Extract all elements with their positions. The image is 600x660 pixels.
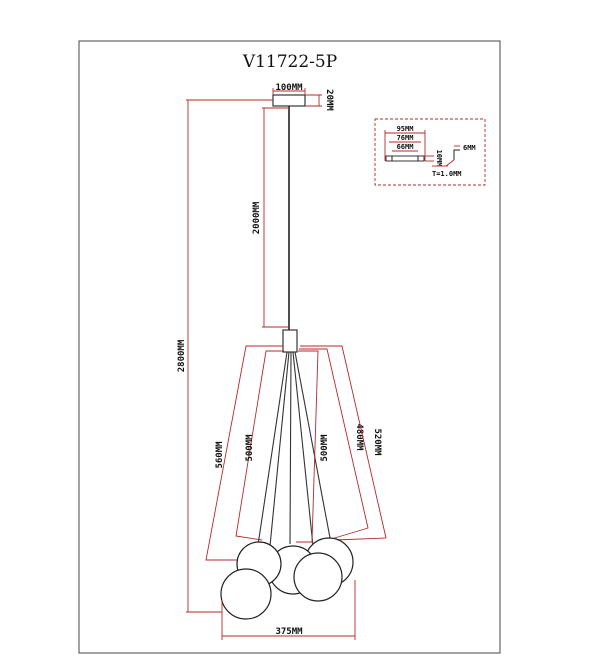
- total-height-label: 2800MM: [177, 339, 187, 372]
- detail-66-label: 66MM: [397, 143, 414, 151]
- detail-frame: [374, 118, 486, 186]
- canopy: [272, 94, 306, 107]
- bracket-profile: [453, 149, 460, 160]
- detail-76-label: 76MM: [397, 134, 414, 142]
- cord-2: [269, 351, 290, 547]
- cord-5: [294, 351, 331, 539]
- cord-4: [292, 351, 314, 547]
- detail-thickness-label: T=1.0MM: [432, 170, 462, 178]
- sheet-border: [78, 40, 501, 654]
- detail-10-label: 10MM: [435, 150, 443, 167]
- globe-front-right: [293, 552, 343, 602]
- product-title: V11722-5P: [242, 52, 337, 72]
- detail-6-label: 6MM: [463, 144, 476, 152]
- cord-500-left-dim-line: [235, 350, 284, 541]
- cord-520-label: 520MM: [372, 428, 382, 456]
- cord-560-dim-line: [205, 345, 283, 561]
- cord-500-right-dim-line: [296, 350, 319, 543]
- junction-box: [282, 329, 298, 353]
- cord-480-dim-line: [299, 348, 369, 541]
- cord-3: [289, 351, 292, 545]
- cord-520-dim-line: [300, 345, 387, 541]
- canopy-width-label: 100MM: [275, 83, 303, 93]
- detail-95-label: 95MM: [397, 125, 414, 133]
- globe-front-left: [220, 568, 272, 620]
- canopy-plate-detail: 95MM 76MM 66MM 10MM 6MM T=1.0MM: [374, 118, 486, 186]
- cord-560-label: 560MM: [215, 441, 225, 469]
- cord-1: [257, 351, 288, 546]
- cord-500-right-label: 500MM: [320, 434, 330, 462]
- cord-500-left-label: 500MM: [245, 434, 255, 462]
- canopy-height-label: 20MM: [324, 89, 334, 111]
- cord-480-label: 480MM: [354, 423, 364, 451]
- rod-length-label: 2000MM: [252, 201, 262, 234]
- plate-section: [385, 155, 425, 162]
- cluster-width-label: 375MM: [275, 627, 303, 637]
